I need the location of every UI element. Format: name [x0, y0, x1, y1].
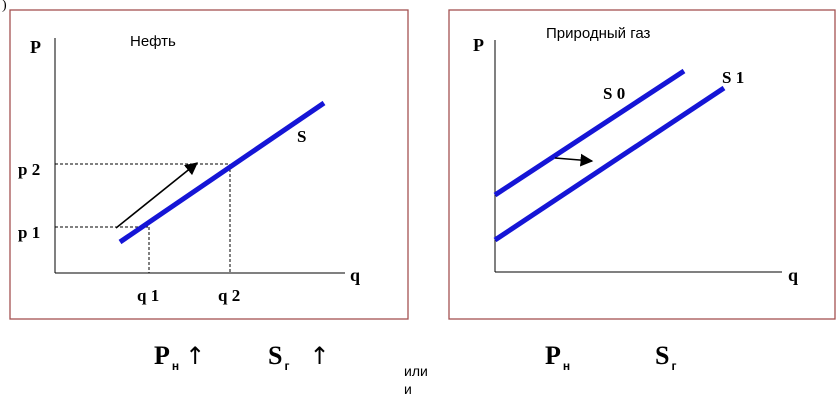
oil-frame	[9, 9, 409, 320]
gas-supply-s0	[493, 68, 686, 198]
oil-q1-label: q 1	[137, 286, 159, 305]
oil-q2-label: q 2	[218, 286, 240, 305]
gas-frame	[448, 9, 836, 320]
oil-p1-label: p 1	[18, 223, 40, 242]
gas-s0-label: S 0	[603, 84, 625, 103]
gas-supply-s1	[493, 85, 726, 243]
oil-axis-q-label: q	[350, 265, 360, 285]
gas-shift-arrow	[554, 153, 594, 167]
gas-axis-q-label: q	[788, 265, 798, 285]
oil-curve-label: S	[297, 127, 306, 146]
gas-title: Природный газ	[546, 25, 651, 42]
oil-title: Нефть	[130, 33, 176, 50]
oil-p2-label: p 2	[18, 160, 40, 179]
gas-s1-label: S 1	[722, 68, 744, 87]
oil-supply-curve	[118, 100, 326, 245]
oil-panel: Нефть P q S p 2 p 1 q 1 q 2	[9, 9, 409, 320]
gas-panel: Природный газ P q S 0 S 1	[448, 9, 836, 320]
corner-mark: )	[2, 0, 7, 13]
oil-shift-arrow	[115, 162, 198, 229]
gas-axis-p-label: P	[473, 35, 484, 55]
oil-axis-p-label: P	[30, 37, 41, 57]
